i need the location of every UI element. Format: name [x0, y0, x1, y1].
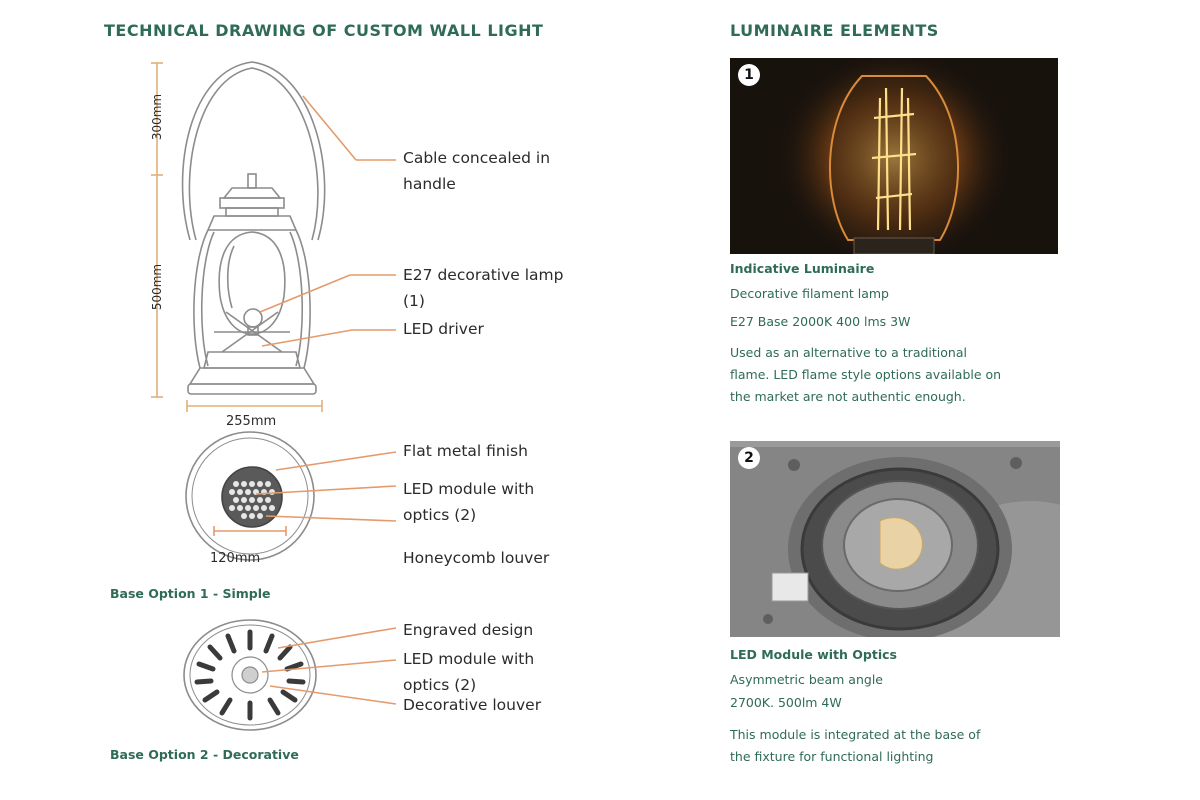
element2-spec1: Asymmetric beam angle [730, 672, 883, 687]
leader-lines [255, 95, 397, 705]
callout-cable-line2: handle [403, 175, 456, 193]
led-module-photo: 2 [730, 441, 1060, 637]
element2-note: This module is integrated at the base of… [730, 724, 980, 768]
badge-2: 2 [738, 447, 760, 469]
decorative-louver-slots [194, 629, 306, 721]
callout-lamp-line1: E27 decorative lamp [403, 266, 564, 284]
left-heading: TECHNICAL DRAWING OF CUSTOM WALL LIGHT [104, 21, 544, 40]
element1-note-line1: Used as an alternative to a traditional [730, 345, 967, 360]
callout-led-module-1: LED module with optics (2) [403, 476, 534, 528]
callout-decorative-louver: Decorative louver [403, 696, 542, 714]
element1-spec1: Decorative filament lamp [730, 286, 889, 301]
dimension-lines [151, 62, 323, 412]
badge-1: 1 [738, 64, 760, 86]
dimension-255mm: 255mm [226, 414, 277, 429]
callout-led-module-1-line2: optics (2) [403, 506, 477, 524]
led-module-image [730, 441, 1060, 637]
callout-honeycomb-louver: Honeycomb louver [403, 549, 550, 567]
callout-engraved-design: Engraved design [403, 621, 534, 639]
element1-title: Indicative Luminaire [730, 261, 875, 276]
base-option-1-label: Base Option 1 - Simple [110, 586, 271, 601]
element1-note-line2: flame. LED flame style options available… [730, 367, 1002, 382]
base-option-2-drawing [183, 619, 317, 731]
callout-lamp: E27 decorative lamp (1) [403, 262, 563, 314]
element2-note-line1: This module is integrated at the base of [730, 727, 981, 742]
right-heading: LUMINAIRE ELEMENTS [730, 21, 939, 40]
callout-led-module-2-line1: LED module with [403, 650, 535, 668]
element1-spec2: E27 Base 2000K 400 lms 3W [730, 314, 911, 329]
callout-led-module-2: LED module with optics (2) [403, 646, 534, 698]
dimension-500mm: 500mm [150, 263, 164, 311]
base-option-2-label: Base Option 2 - Decorative [110, 747, 299, 762]
callout-cable-line1: Cable concealed in [403, 149, 551, 167]
callout-led-driver: LED driver [403, 320, 484, 338]
dimension-300mm: 300mm [150, 93, 164, 141]
callout-cable: Cable concealed in handle [403, 145, 550, 197]
element2-note-line2: the fixture for functional lighting [730, 749, 934, 764]
callout-lamp-line2: (1) [403, 292, 425, 310]
honeycomb-grid [229, 481, 275, 519]
callout-led-module-2-line2: optics (2) [403, 676, 477, 694]
element1-note: Used as an alternative to a traditional … [730, 342, 1001, 408]
dimension-120mm: 120mm [210, 551, 261, 566]
element2-title: LED Module with Optics [730, 647, 897, 662]
filament-lamp-photo: 1 [730, 58, 1058, 254]
lantern-drawing [181, 61, 326, 395]
element2-spec2: 2700K. 500lm 4W [730, 695, 842, 710]
filament-lamp-image [730, 58, 1058, 254]
base-option-1-drawing [185, 431, 315, 561]
element1-note-line3: the market are not authentic enough. [730, 389, 966, 404]
callout-led-module-1-line1: LED module with [403, 480, 535, 498]
callout-flat-metal-finish: Flat metal finish [403, 442, 528, 460]
